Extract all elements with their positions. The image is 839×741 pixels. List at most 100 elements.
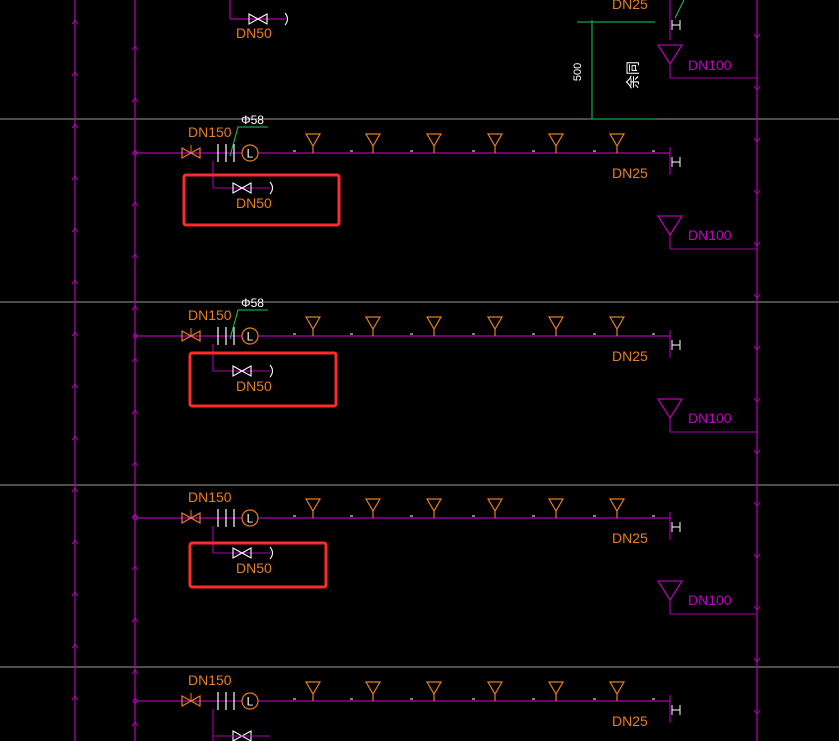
riser-flow-arrow <box>131 253 139 259</box>
riser-flow-arrow <box>71 71 79 77</box>
sprinkler-head-icon <box>486 316 504 336</box>
sprinkler-head-icon <box>547 133 565 153</box>
riser-flow-arrow <box>753 501 761 507</box>
riser-flow-arrow <box>753 241 761 247</box>
top-end-label: DN25 <box>612 0 648 12</box>
riser-flow-arrow <box>753 657 761 663</box>
sprinkler-head-icon <box>547 498 565 518</box>
sprinkler-head-icon <box>608 498 626 518</box>
riser-flow-arrow <box>753 137 761 143</box>
end-label: DN25 <box>612 348 648 364</box>
gate-valve-icon <box>232 547 252 559</box>
riser-flow-arrow <box>131 409 139 415</box>
sprinkler-head-icon <box>304 316 322 336</box>
drain-label: DN100 <box>688 410 732 426</box>
signal-valve-icon <box>181 146 201 160</box>
pipe-junction <box>132 698 138 704</box>
drain-funnel-icon <box>656 44 684 66</box>
drain-funnel-icon <box>656 580 684 602</box>
sprinkler-head-icon <box>425 681 443 701</box>
branch-label: DN50 <box>236 560 272 576</box>
riser-flow-arrow <box>753 33 761 39</box>
riser-flow-arrow <box>131 45 139 51</box>
riser-flow-arrow <box>71 19 79 25</box>
highlight-box <box>182 173 341 227</box>
riser-label: DN150 <box>188 124 232 140</box>
sprinkler-head-icon <box>608 316 626 336</box>
leader-line <box>229 309 268 340</box>
riser-flow-arrow <box>753 709 761 715</box>
pipe-junction <box>132 515 138 521</box>
sprinkler-head-icon <box>425 133 443 153</box>
riser-label: DN150 <box>188 307 232 323</box>
riser-flow-arrow <box>131 461 139 467</box>
riser-flow-arrow <box>753 293 761 299</box>
riser-flow-arrow <box>131 721 139 727</box>
diameter-note: Φ58 <box>241 296 264 310</box>
riser-flow-arrow <box>71 331 79 337</box>
branch-label: DN50 <box>236 195 272 211</box>
sprinkler-head-icon <box>547 681 565 701</box>
gate-valve-icon <box>232 182 252 194</box>
top-drain-label: DN100 <box>688 57 732 73</box>
end-cap-icon <box>671 20 681 30</box>
sprinkler-head-icon <box>486 133 504 153</box>
end-cap-icon <box>671 157 681 167</box>
end-cap-icon <box>284 12 289 26</box>
riser-flow-arrow <box>753 553 761 559</box>
riser-flow-arrow <box>753 397 761 403</box>
sprinkler-head-icon <box>425 498 443 518</box>
end-cap-icon <box>269 546 274 560</box>
leader-line <box>229 126 268 157</box>
flow-indicator-icon <box>241 327 259 345</box>
sprinkler-head-icon <box>364 133 382 153</box>
sprinkler-head-icon <box>364 498 382 518</box>
dimension-value: 500 <box>572 63 584 81</box>
riser-label: DN150 <box>188 489 232 505</box>
end-cap-icon <box>671 340 681 350</box>
riser-flow-arrow <box>131 97 139 103</box>
riser-flow-arrow <box>71 383 79 389</box>
riser-flow-arrow <box>71 539 79 545</box>
riser-label: DN150 <box>188 672 232 688</box>
riser-flow-arrow <box>71 175 79 181</box>
riser-flow-arrow <box>753 345 761 351</box>
top-branch-label: DN50 <box>236 25 272 41</box>
sprinkler-head-icon <box>486 681 504 701</box>
flow-indicator-icon <box>241 692 259 710</box>
riser-flow-arrow <box>71 487 79 493</box>
sprinkler-head-icon <box>425 316 443 336</box>
drain-funnel-icon <box>656 398 684 420</box>
riser-flow-arrow <box>131 357 139 363</box>
riser-flow-arrow <box>71 643 79 649</box>
drain-label: DN100 <box>688 592 732 608</box>
sprinkler-head-icon <box>304 133 322 153</box>
riser-flow-arrow <box>71 123 79 129</box>
end-label: DN25 <box>612 713 648 729</box>
end-label: DN25 <box>612 530 648 546</box>
riser-flow-arrow <box>131 565 139 571</box>
sprinkler-head-icon <box>364 316 382 336</box>
sprinkler-head-icon <box>364 681 382 701</box>
sprinkler-head-icon <box>608 681 626 701</box>
riser-flow-arrow <box>131 305 139 311</box>
end-cap-icon <box>671 522 681 532</box>
riser-flow-arrow <box>71 591 79 597</box>
branch-label: DN50 <box>236 378 272 394</box>
riser-flow-arrow <box>131 513 139 519</box>
riser-flow-arrow <box>753 449 761 455</box>
dimension-note: 余同 <box>625 61 641 89</box>
signal-valve-icon <box>181 511 201 525</box>
flow-indicator-letter: L <box>247 512 254 526</box>
pipe-junction <box>132 333 138 339</box>
riser-flow-arrow <box>71 695 79 701</box>
flow-indicator-icon <box>241 509 259 527</box>
highlight-box <box>188 541 328 589</box>
sprinkler-head-icon <box>608 133 626 153</box>
end-label: DN25 <box>612 165 648 181</box>
flow-indicator-letter: L <box>247 147 254 161</box>
